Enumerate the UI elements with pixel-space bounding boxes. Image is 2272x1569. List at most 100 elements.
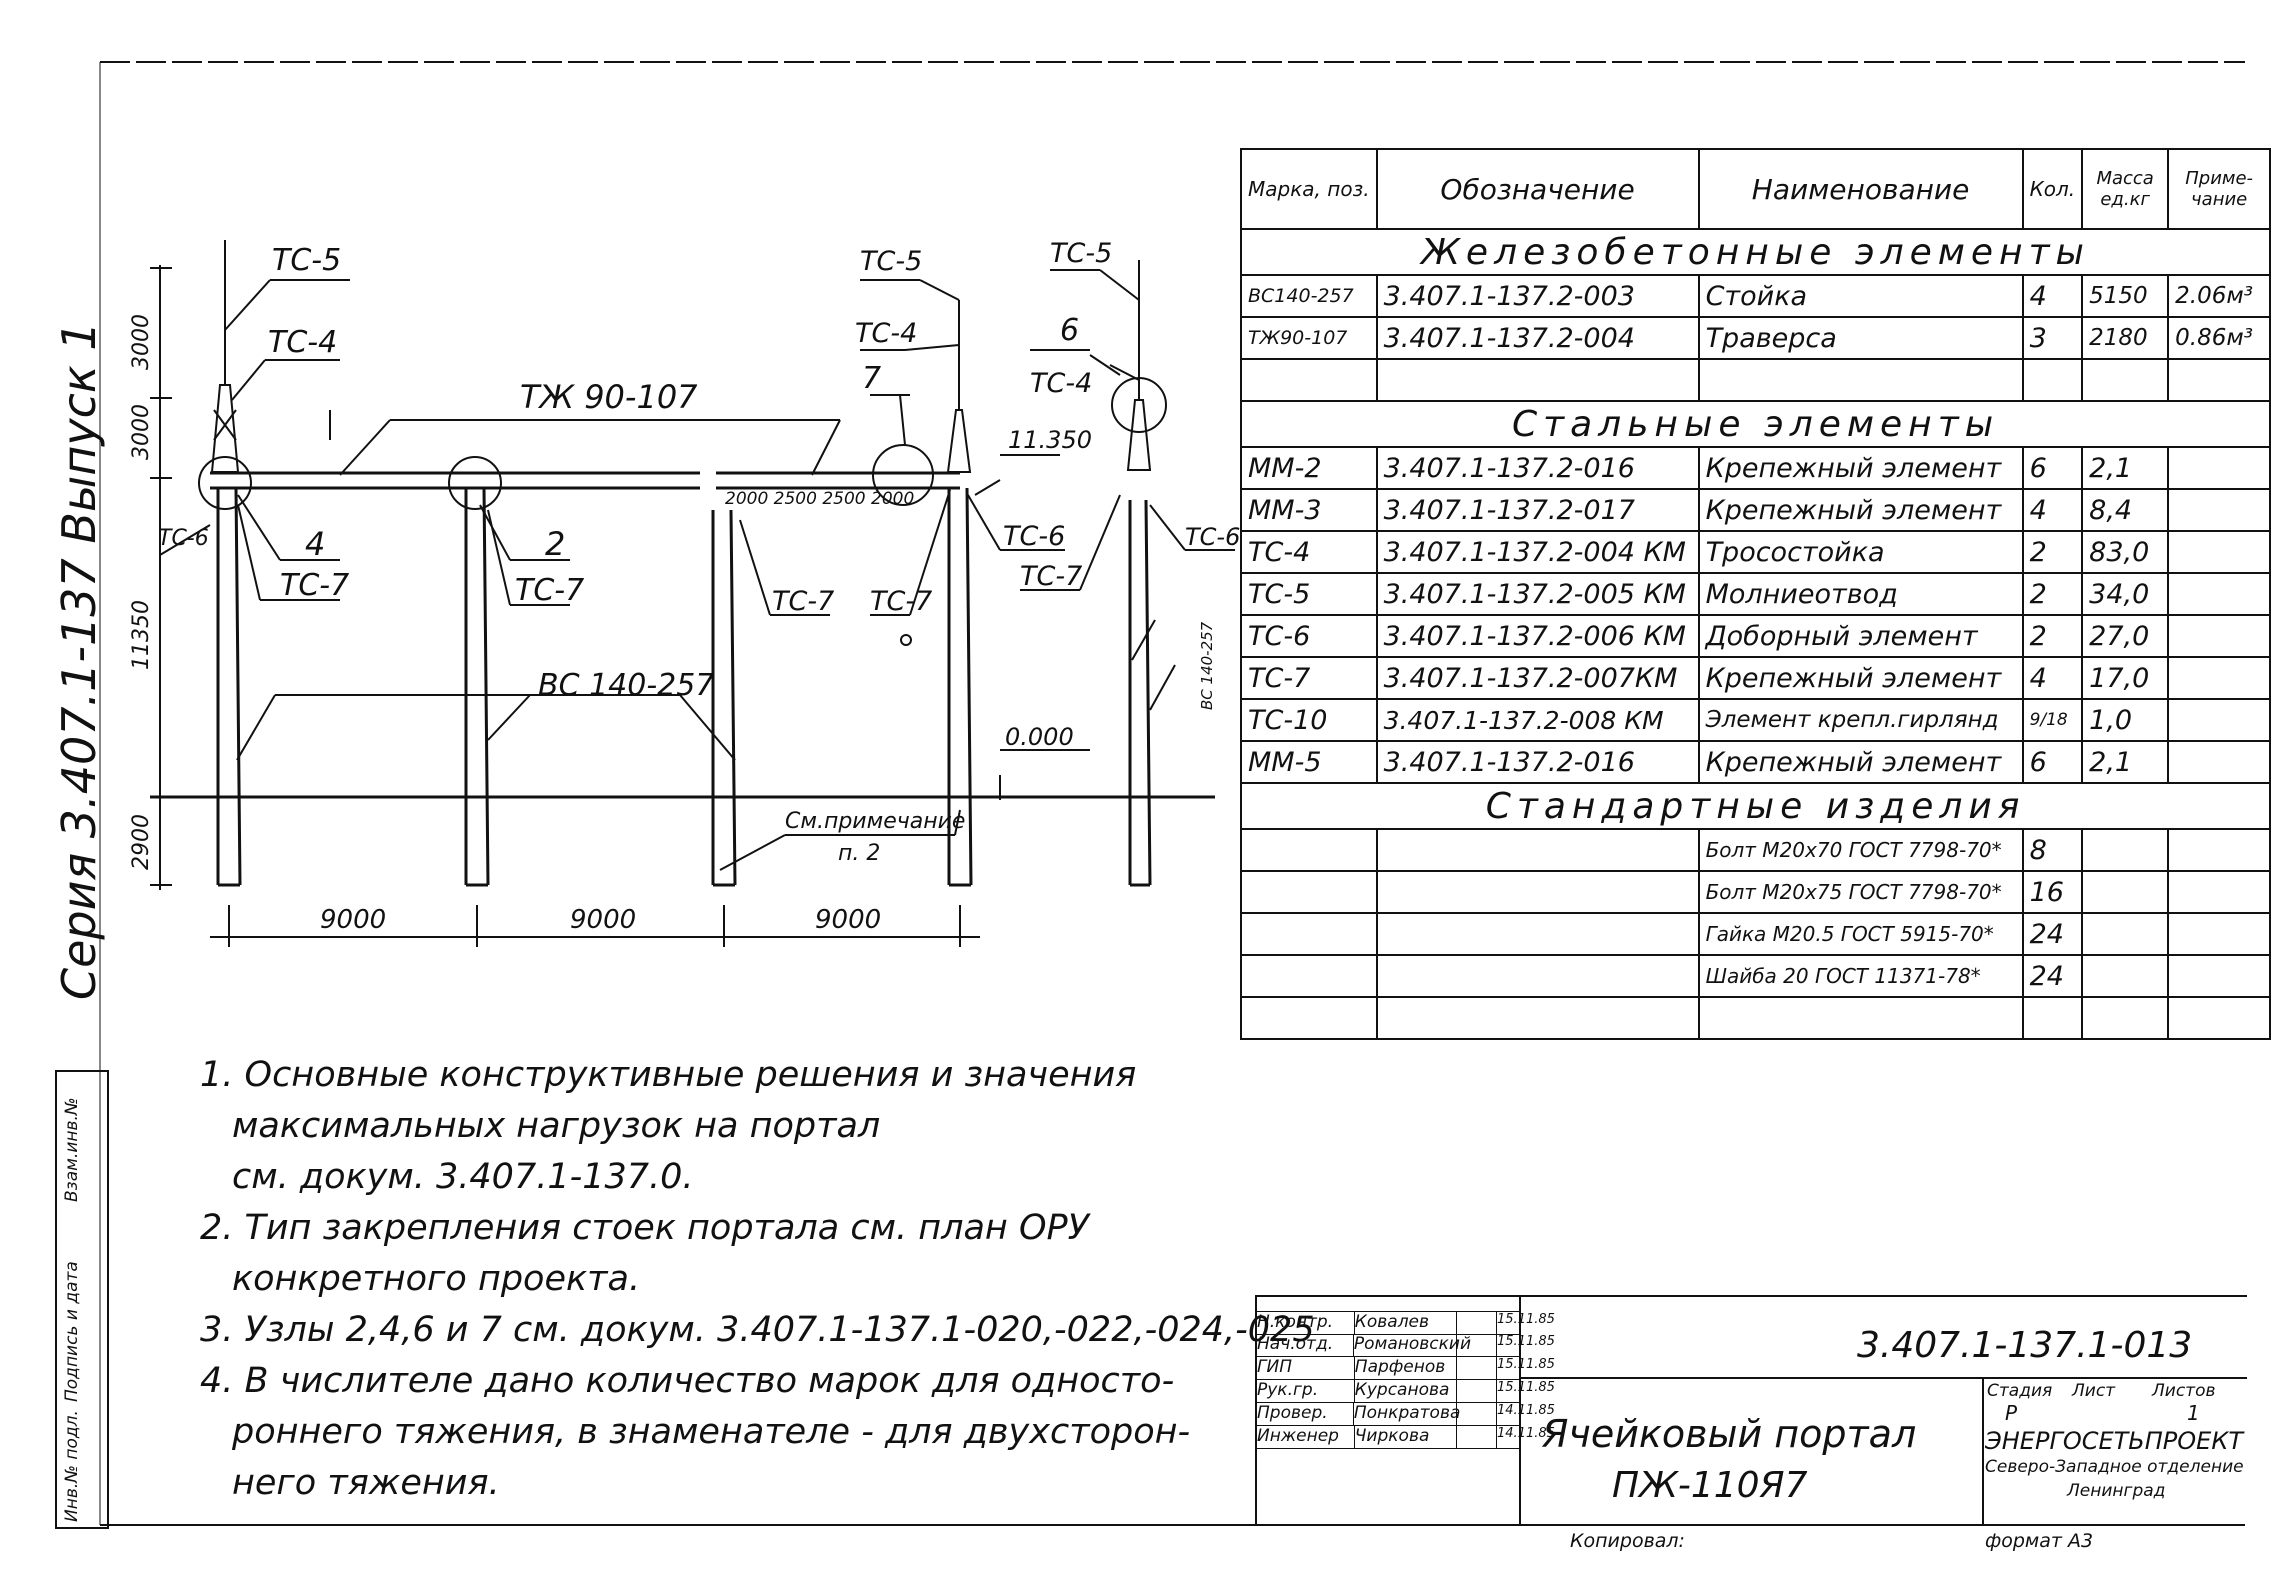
cell-qty: 6	[2021, 446, 2084, 490]
cell-code	[1375, 358, 1700, 402]
signature	[1457, 1312, 1497, 1334]
cell-code	[1375, 870, 1700, 914]
cell-mass: 2,1	[2081, 446, 2170, 490]
cell-code: 3.407.1-137.2-005 КМ	[1375, 572, 1700, 616]
date: 15.11.85	[1497, 1380, 1555, 1395]
cell-mark	[1240, 912, 1378, 956]
label-tc4-mid: ТС-4	[855, 318, 917, 349]
note-line: роннего тяжения, в знаменателе - для дву…	[232, 1412, 1191, 1452]
beam-1	[210, 471, 700, 490]
role: Провер.	[1257, 1403, 1354, 1425]
header-qty: Кол.	[2021, 148, 2084, 230]
cell-note	[2167, 954, 2272, 998]
signature	[1457, 1334, 1497, 1356]
person-name: Понкратова	[1353, 1403, 1461, 1425]
cell-note: 0.86м³	[2167, 316, 2272, 360]
tc4-tower-mid	[946, 300, 972, 473]
cell-name: Гайка М20.5 ГОСТ 5915-70*	[1697, 912, 2024, 956]
node-2-circle	[448, 456, 502, 510]
table-row: Болт М20х70 ГОСТ 7798-70*8	[1240, 828, 2272, 872]
signature	[1457, 1426, 1497, 1448]
date: 15.11.85	[1497, 1334, 1555, 1349]
label-tc5-mid: ТС-5	[860, 246, 922, 277]
node-7-circle	[872, 444, 934, 506]
label-elevation-zero: 0.000	[1005, 723, 1074, 751]
signature	[1457, 1357, 1497, 1379]
cell-note	[2167, 530, 2272, 574]
dim-span-2: 9000	[570, 905, 636, 935]
note-line: 2. Тип закрепления стоек портала см. пла…	[200, 1208, 1089, 1248]
section-title-steel: Стальные элементы	[1239, 400, 2272, 448]
cell-mass: 2,1	[2081, 740, 2170, 784]
role: Нач.отд.	[1257, 1334, 1354, 1356]
cell-code	[1375, 996, 1700, 1040]
person-name: Чиркова	[1355, 1426, 1457, 1448]
cell-qty: 24	[2021, 912, 2084, 956]
person-name: Ковалев	[1355, 1312, 1457, 1334]
cell-note	[2167, 912, 2272, 956]
cell-code	[1375, 828, 1700, 872]
cell-qty: 24	[2021, 954, 2084, 998]
cell-mass	[2081, 912, 2170, 956]
cell-name: Крепежный элемент	[1697, 488, 2024, 532]
column-3	[711, 509, 737, 887]
cell-mass	[2081, 996, 2170, 1040]
node-4-circle	[198, 456, 252, 510]
cell-mass: 83,0	[2081, 530, 2170, 574]
cell-mass	[2081, 828, 2170, 872]
cell-mark: ММ-2	[1240, 446, 1378, 490]
tc4-tower-left	[210, 240, 240, 473]
cell-note	[2167, 698, 2272, 742]
cell-mass: 17,0	[2081, 656, 2170, 700]
column-4	[947, 487, 973, 887]
person-name: Парфенов	[1355, 1357, 1457, 1379]
label-beam: ТЖ 90-107	[520, 378, 698, 416]
dim-span-3: 9000	[815, 905, 881, 935]
cell-code: 3.407.1-137.2-004	[1375, 316, 1700, 360]
header-name: Наименование	[1697, 148, 2024, 230]
cell-name: Шайба 20 ГОСТ 11371-78*	[1697, 954, 2024, 998]
cell-name: Крепежный элемент	[1697, 740, 2024, 784]
label-tc4-left: ТС-4	[268, 325, 337, 360]
divider	[1982, 1377, 1984, 1525]
stamp-label: Подпись и дата	[62, 1261, 82, 1402]
dim-3000-lower: 3000	[129, 404, 154, 460]
column-1	[216, 487, 242, 887]
cell-mark	[1240, 870, 1378, 914]
cell-mass: 5150	[2081, 274, 2170, 318]
section-row-std: Стандартные изделия	[1239, 782, 2272, 830]
cell-mass: 2180	[2081, 316, 2170, 360]
signature	[1457, 1403, 1497, 1425]
label-tc7-side: ТС-7	[1020, 561, 1082, 592]
cell-note	[2167, 488, 2272, 532]
label-node-7: 7	[862, 361, 881, 396]
cell-name: Болт М20х70 ГОСТ 7798-70*	[1697, 828, 2024, 872]
cell-qty: 6	[2021, 740, 2084, 784]
sheets-header: Листов	[2152, 1381, 2216, 1401]
header-mark: Марка, поз.	[1240, 148, 1378, 230]
sheets-value: 1	[2187, 1401, 2200, 1425]
cell-qty: 16	[2021, 870, 2084, 914]
cell-note	[2167, 996, 2272, 1040]
section-row-steel: Стальные элементы	[1239, 400, 2272, 448]
label-note-ref-p: п. 2	[838, 841, 880, 866]
general-notes: 1. Основные конструктивные решения и зна…	[200, 1050, 1315, 1509]
label-elevation-top: 11.350	[1008, 426, 1092, 454]
cell-note	[2167, 358, 2272, 402]
cell-code: 3.407.1-137.2-016	[1375, 446, 1700, 490]
cell-code	[1375, 954, 1700, 998]
cell-mass	[2081, 358, 2170, 402]
label-tc4-side: ТС-4	[1030, 368, 1092, 399]
cell-code: 3.407.1-137.2-008 КМ	[1375, 698, 1700, 742]
cell-code: 3.407.1-137.2-004 КМ	[1375, 530, 1700, 574]
